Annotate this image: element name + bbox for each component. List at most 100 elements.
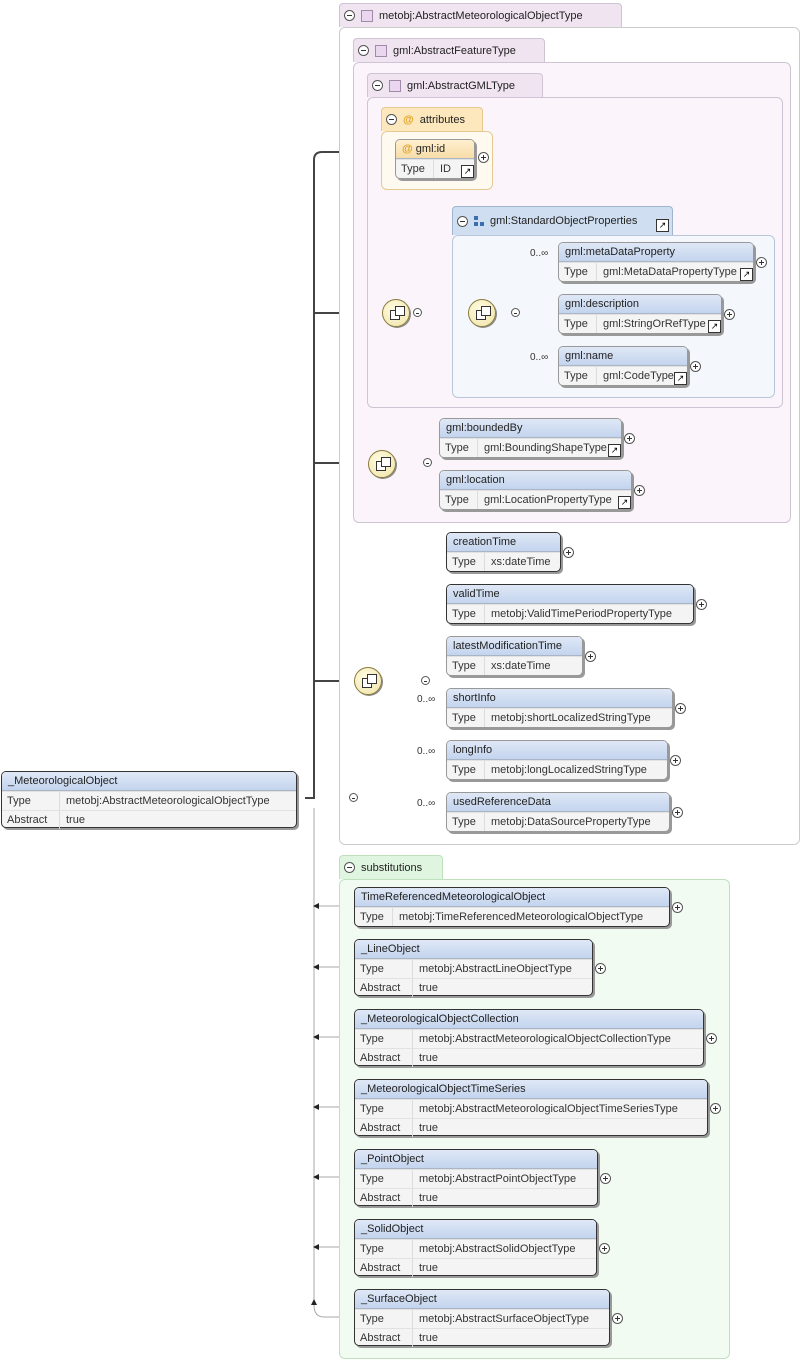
element-name: _MeteorologicalObjectTimeSeries	[355, 1080, 707, 1099]
expand-icon[interactable]	[612, 1313, 623, 1324]
abstract-value: true	[419, 1052, 438, 1064]
expand-icon[interactable]	[478, 152, 489, 163]
expand-icon[interactable]	[672, 902, 683, 913]
collapse-icon[interactable]	[358, 45, 369, 56]
expand-icon[interactable]	[634, 485, 645, 496]
expand-icon[interactable]	[675, 703, 686, 714]
type-key: Type	[355, 1100, 413, 1118]
sequence-compositor-icon[interactable]	[382, 299, 410, 327]
expand-icon[interactable]	[690, 361, 701, 372]
collapse-icon[interactable]	[511, 308, 521, 317]
collapse-icon[interactable]	[344, 862, 355, 873]
expand-icon[interactable]	[672, 807, 683, 818]
abstract-value: true	[419, 1192, 438, 1204]
type-key: Type	[447, 657, 485, 675]
expand-icon[interactable]	[724, 309, 735, 320]
sequence-compositor-icon[interactable]	[468, 299, 496, 327]
type-value: metobj:AbstractSurfaceObjectType	[419, 1313, 589, 1325]
element-name: longInfo	[447, 741, 667, 760]
collapse-icon[interactable]	[457, 215, 468, 227]
type-value: metobj:AbstractMeteorologicalObjectType	[66, 795, 270, 807]
link-arrow-icon[interactable]: ↗	[708, 320, 721, 333]
collapse-icon[interactable]	[386, 114, 397, 125]
type-value: gml:MetaDataPropertyType	[603, 266, 737, 278]
abstract-value: true	[66, 814, 85, 826]
group-title: gml:AbstractFeatureType	[393, 44, 516, 57]
expand-icon[interactable]	[599, 1243, 610, 1254]
type-value: metobj:AbstractMeteorologicalObjectTimeS…	[419, 1103, 678, 1115]
abstract-gml-type-tab[interactable]: gml:AbstractGMLType	[367, 73, 543, 97]
sequence-compositor-icon[interactable]	[354, 667, 382, 695]
collapse-icon[interactable]	[413, 308, 422, 317]
expand-icon[interactable]	[670, 755, 681, 766]
abstract-meteorological-object-type-tab[interactable]: metobj:AbstractMeteorologicalObjectType	[339, 3, 622, 27]
expand-icon[interactable]	[710, 1103, 721, 1114]
group-title: attributes	[419, 113, 465, 126]
type-value: xs:dateTime	[491, 660, 551, 672]
standard-object-properties-tab[interactable]: gml:StandardObjectProperties ↗	[452, 206, 673, 235]
expand-icon[interactable]	[585, 651, 596, 662]
type-key: Type	[355, 1030, 413, 1048]
element-name: shortInfo	[447, 689, 672, 708]
collapse-icon[interactable]	[423, 458, 433, 467]
type-value: metobj:AbstractSolidObjectType	[419, 1243, 576, 1255]
complex-type-icon	[361, 9, 373, 22]
link-arrow-icon[interactable]: ↗	[461, 165, 474, 178]
substitutions-tab[interactable]: substitutions	[339, 855, 443, 879]
element-name: gml:description	[559, 295, 721, 314]
link-arrow-icon[interactable]: ↗	[674, 372, 687, 385]
type-key: Type	[559, 315, 597, 333]
group-icon	[474, 216, 484, 226]
expand-icon[interactable]	[696, 599, 707, 610]
cardinality-label: 0..∞	[530, 248, 549, 259]
abstract-feature-type-tab[interactable]: gml:AbstractFeatureType	[353, 38, 545, 62]
collapse-icon[interactable]	[372, 80, 383, 91]
type-value: metobj:AbstractPointObjectType	[419, 1173, 577, 1185]
collapse-icon[interactable]	[421, 676, 431, 685]
expand-icon[interactable]	[595, 963, 606, 974]
sequence-compositor-icon[interactable]	[368, 450, 396, 478]
attributes-tab[interactable]: @ attributes	[381, 107, 483, 131]
type-key: Type	[440, 439, 478, 457]
type-key: Type	[355, 908, 393, 926]
link-arrow-icon[interactable]: ↗	[656, 219, 669, 232]
type-value: metobj:TimeReferencedMeteorologicalObjec…	[399, 911, 644, 923]
expand-icon[interactable]	[706, 1033, 717, 1044]
collapse-icon[interactable]	[349, 793, 359, 802]
abstract-key: Abstract	[355, 1119, 413, 1137]
type-value: ID	[440, 163, 451, 175]
complex-type-icon	[375, 44, 387, 57]
expand-icon[interactable]	[563, 547, 574, 558]
link-arrow-icon[interactable]: ↗	[618, 496, 631, 509]
expand-icon[interactable]	[600, 1173, 611, 1184]
attribute-icon: @	[403, 113, 414, 126]
expand-icon[interactable]	[624, 433, 635, 444]
abstract-key: Abstract	[355, 1189, 413, 1207]
link-arrow-icon[interactable]: ↗	[740, 268, 753, 281]
type-value: metobj:AbstractMeteorologicalObjectColle…	[419, 1033, 671, 1045]
substitution-meteorologicalobjecttimeseries[interactable]: _MeteorologicalObjectTimeSeries Type meto…	[354, 1079, 721, 1137]
link-arrow-icon[interactable]: ↗	[608, 444, 621, 457]
expand-icon[interactable]	[756, 257, 767, 268]
collapse-icon[interactable]	[344, 10, 355, 21]
element-name: gml:name	[559, 347, 687, 366]
